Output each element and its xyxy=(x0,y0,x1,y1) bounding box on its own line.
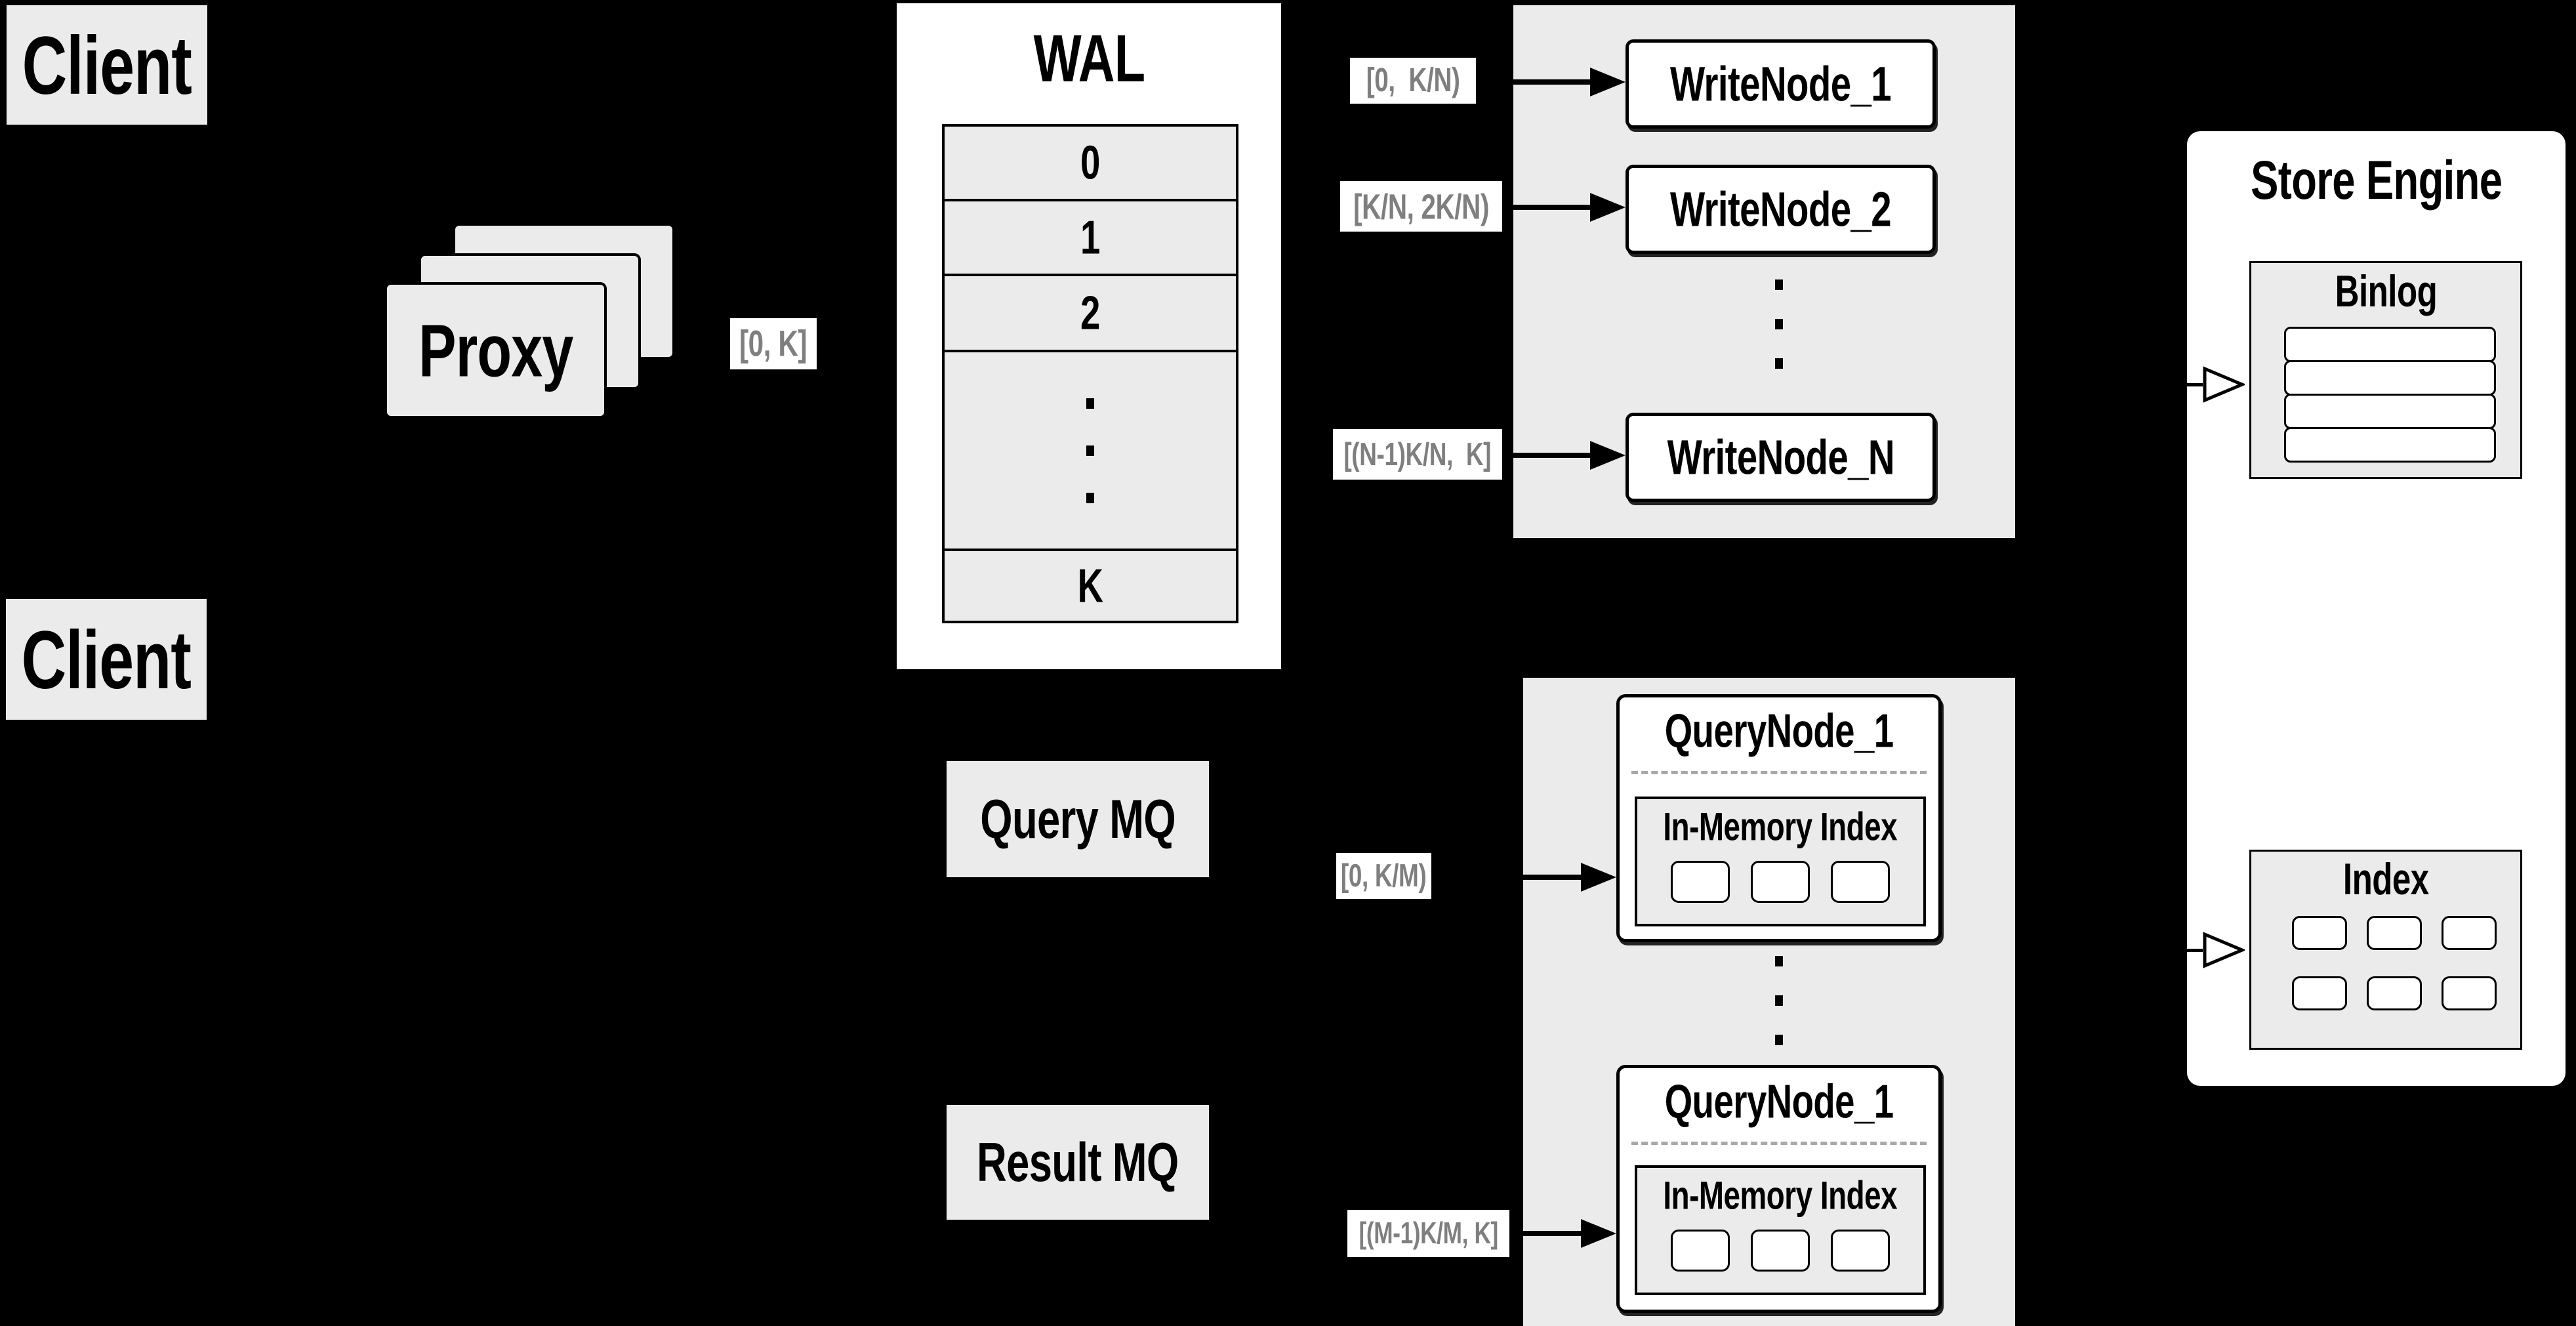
wal-row-2: 2 xyxy=(945,276,1236,352)
arrow-to-index xyxy=(2125,932,2245,968)
client-box-top: Client xyxy=(7,5,207,125)
write-node-2-label: WriteNode_2 xyxy=(1669,182,1892,237)
wal-table: 0 1 2 K xyxy=(942,124,1238,623)
query-mq-box: Query MQ xyxy=(947,761,1209,877)
range-chip-proxy-out-label: [0, K] xyxy=(739,323,808,364)
index-title: Index xyxy=(2342,854,2429,904)
binlog-row xyxy=(2284,394,2496,429)
segment-cell xyxy=(1751,1230,1810,1272)
index-cell xyxy=(2367,976,2422,1010)
in-memory-title-row: In-Memory Index xyxy=(1637,1168,1923,1224)
write-node-n-label: WriteNode_N xyxy=(1667,430,1894,485)
segment-cell xyxy=(1751,861,1810,903)
wal-row-1: 1 xyxy=(945,201,1236,276)
store-engine-title-row: Store Engine xyxy=(2187,150,2566,211)
in-memory-index-box-2: In-Memory Index xyxy=(1635,1165,1926,1295)
range-chip-write-1: [0, K/N) xyxy=(1350,58,1476,104)
query-mq-label: Query MQ xyxy=(980,789,1176,850)
range-chip-write-2: [K/N, 2K/N) xyxy=(1340,181,1502,232)
write-node-1: WriteNode_1 xyxy=(1625,39,1936,129)
index-title-row: Index xyxy=(2251,852,2520,907)
binlog-title: Binlog xyxy=(2335,266,2437,316)
wal-row-0-label: 0 xyxy=(1080,136,1100,190)
arrow-to-query-node-1 xyxy=(1431,863,1616,892)
binlog-row xyxy=(2284,327,2496,362)
range-chip-query-1-label: [0, K/M) xyxy=(1341,858,1427,894)
wal-row-1-label: 1 xyxy=(1080,211,1100,264)
range-chip-write-1-label: [0, K/N) xyxy=(1366,62,1460,99)
write-node-1-label: WriteNode_1 xyxy=(1669,56,1892,112)
binlog-title-row: Binlog xyxy=(2251,263,2520,320)
query-node-1: QueryNode_1 In-Memory Index xyxy=(1616,694,1942,942)
query-node-2-title-row: QueryNode_1 xyxy=(1620,1068,1938,1135)
query-node-1-title: QueryNode_1 xyxy=(1664,704,1894,758)
open-arrowhead-icon xyxy=(2203,932,2245,968)
wal-row-k: K xyxy=(945,551,1236,621)
query-node-2: QueryNode_1 In-Memory Index xyxy=(1616,1065,1942,1313)
ellipsis-dots xyxy=(1775,280,1783,369)
segment-cell xyxy=(1831,1230,1890,1272)
segment-cells xyxy=(1637,1224,1923,1277)
segment-cell xyxy=(1671,861,1730,903)
arrow-to-write-node-n xyxy=(1502,441,1625,470)
range-chip-query-m-label: [(M-1)K/M, K] xyxy=(1359,1216,1498,1250)
in-memory-index-title-1: In-Memory Index xyxy=(1663,805,1898,850)
index-cell xyxy=(2292,976,2347,1010)
wal-row-0: 0 xyxy=(945,127,1236,201)
arrow-to-write-node-2 xyxy=(1502,193,1625,222)
in-memory-index-box-1: In-Memory Index xyxy=(1635,797,1926,926)
proxy-label: Proxy xyxy=(418,308,573,392)
wal-row-2-label: 2 xyxy=(1080,286,1100,340)
binlog-row xyxy=(2284,427,2496,463)
write-node-n: WriteNode_N xyxy=(1625,413,1936,502)
ellipsis-dots xyxy=(1086,398,1094,503)
binlog-row xyxy=(2284,360,2496,396)
segment-cell xyxy=(1671,1230,1730,1272)
arrow-to-query-node-2 xyxy=(1509,1219,1616,1248)
query-node-2-title: QueryNode_1 xyxy=(1664,1075,1894,1129)
result-mq-box: Result MQ xyxy=(947,1105,1209,1220)
binlog-box: Binlog xyxy=(2249,261,2522,479)
in-memory-index-title-2: In-Memory Index xyxy=(1663,1174,1898,1218)
result-mq-label: Result MQ xyxy=(977,1132,1179,1193)
query-node-1-title-row: QueryNode_1 xyxy=(1620,697,1938,764)
wal-title: WAL xyxy=(1033,20,1145,96)
wal-box: WAL 0 1 2 K xyxy=(897,3,1281,669)
index-cell xyxy=(2367,916,2422,950)
proxy-card-front: Proxy xyxy=(384,282,607,419)
store-engine-title: Store Engine xyxy=(2250,150,2503,211)
wal-row-ellipsis xyxy=(945,352,1236,551)
binlog-rows xyxy=(2284,327,2496,463)
ellipsis-dots xyxy=(1775,956,1783,1045)
wal-title-row: WAL xyxy=(897,20,1281,96)
client-bottom-label: Client xyxy=(21,613,192,706)
arrow-to-binlog xyxy=(2125,366,2245,403)
client-box-bottom: Client xyxy=(6,599,207,720)
client-top-label: Client xyxy=(22,18,192,112)
arrow-to-write-node-1 xyxy=(1476,68,1625,96)
range-chip-write-2-label: [K/N, 2K/N) xyxy=(1353,186,1489,226)
store-engine-box: Store Engine Binlog Index xyxy=(2187,131,2566,1086)
range-chip-write-n: [(N-1)K/N, K] xyxy=(1333,429,1502,480)
range-chip-query-m: [(M-1)K/M, K] xyxy=(1347,1210,1509,1257)
dashed-divider xyxy=(1631,771,1927,774)
range-chip-query-1: [0, K/M) xyxy=(1336,853,1431,899)
wal-row-k-label: K xyxy=(1077,559,1103,613)
open-arrowhead-icon xyxy=(2203,366,2245,403)
index-cell xyxy=(2292,916,2347,950)
index-cell xyxy=(2442,976,2497,1010)
segment-cell xyxy=(1831,861,1890,903)
index-cell xyxy=(2442,916,2497,950)
index-box: Index xyxy=(2249,850,2522,1050)
write-node-2: WriteNode_2 xyxy=(1625,165,1936,254)
in-memory-title-row: In-Memory Index xyxy=(1637,799,1923,856)
dashed-divider xyxy=(1631,1142,1927,1145)
range-chip-write-n-label: [(N-1)K/N, K] xyxy=(1343,436,1492,472)
index-cells xyxy=(2292,916,2497,1010)
segment-cells xyxy=(1637,856,1923,908)
range-chip-proxy-out: [0, K] xyxy=(730,318,817,369)
